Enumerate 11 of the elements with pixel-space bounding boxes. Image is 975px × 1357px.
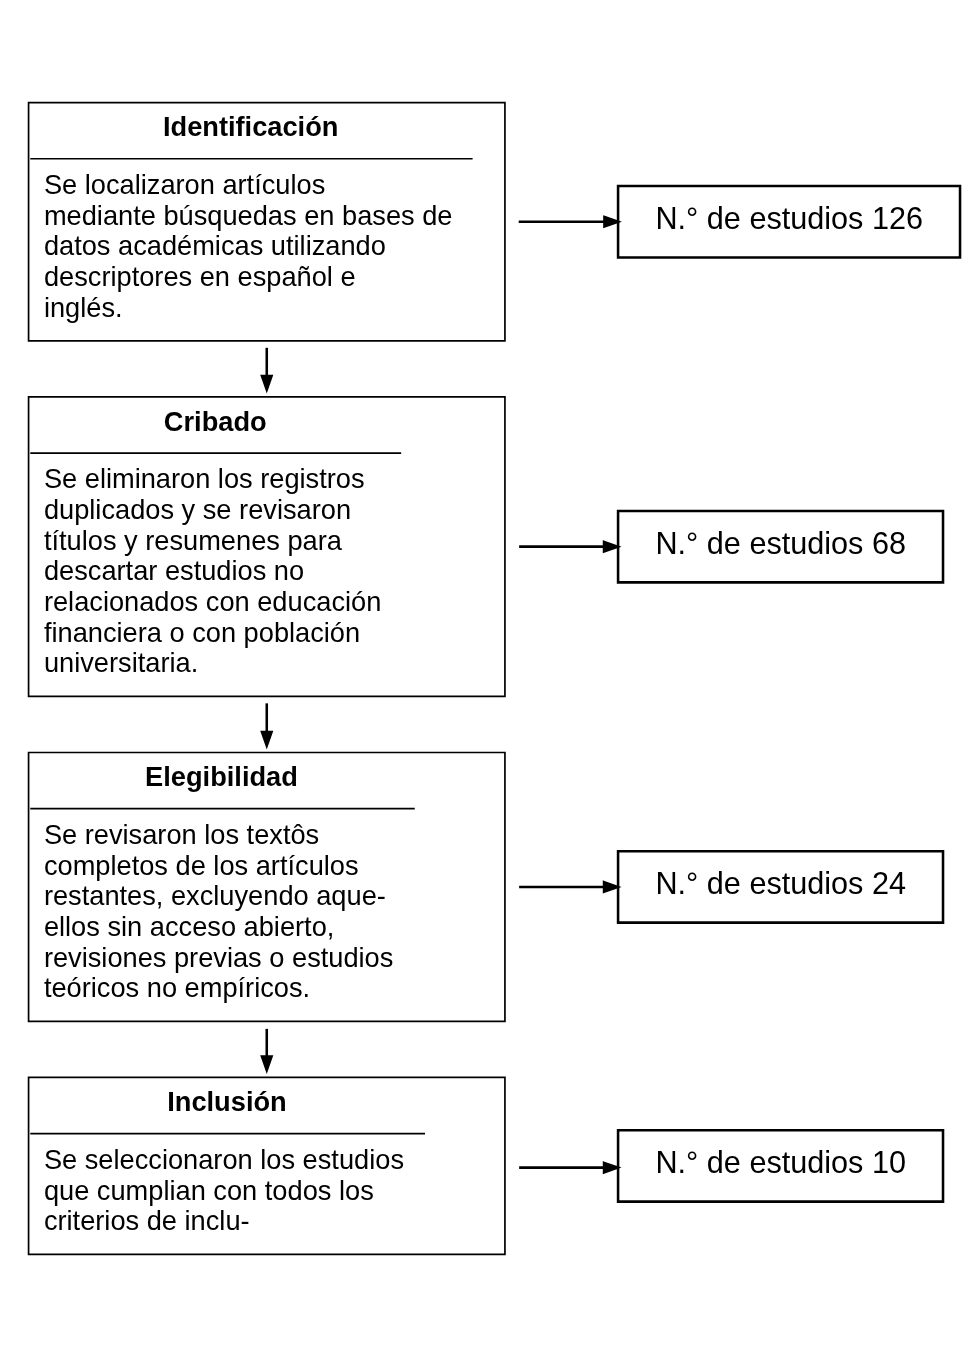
arrow	[519, 880, 622, 894]
arrow	[518, 215, 622, 229]
node-box: N.° de estudios 68	[616, 509, 945, 584]
node-box: N.° de estudios 24	[616, 849, 945, 924]
arrow	[260, 347, 274, 394]
arrow	[260, 703, 274, 750]
node-box: N.° de estudios 10	[616, 1128, 945, 1203]
arrow	[260, 1028, 274, 1075]
node-box: N.° de estudios 126	[616, 184, 962, 259]
arrow	[519, 540, 622, 554]
arrow	[519, 1161, 622, 1175]
